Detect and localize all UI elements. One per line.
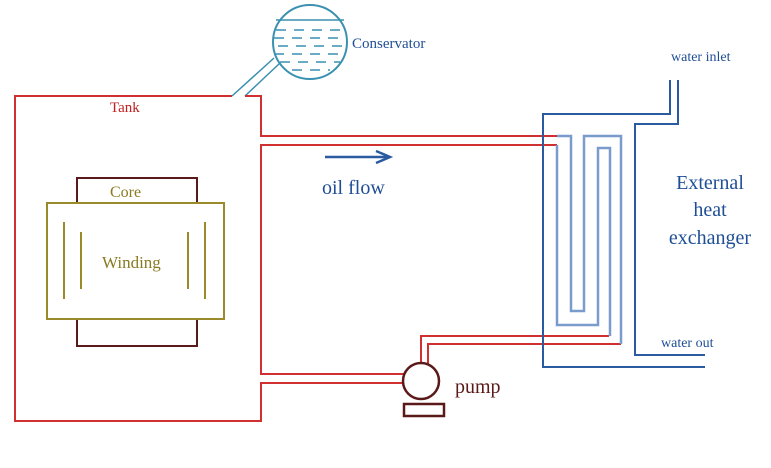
- tank-label: Tank: [110, 100, 140, 116]
- oil-dashes: [274, 29, 346, 71]
- oil-flow-arrow: [325, 149, 394, 165]
- tank-wall: [14, 95, 405, 422]
- shell-outer: [542, 80, 705, 368]
- conservator: [231, 4, 348, 97]
- exchanger-label-line2: heat: [693, 199, 727, 221]
- return-oil-pipe-outer: [427, 343, 621, 364]
- winding-coils: [63, 222, 206, 299]
- pump-label: pump: [455, 376, 501, 398]
- hot-oil-pipe-inner: [260, 144, 557, 375]
- conservator-vessel: [272, 4, 348, 80]
- return-oil-pipe-inner: [420, 335, 609, 364]
- oil-circuit: [14, 95, 621, 422]
- conservator-pipe: [244, 62, 281, 97]
- pump: [401, 361, 446, 418]
- shell-inner: [634, 80, 705, 356]
- water-out-label: water out: [661, 336, 714, 351]
- exchanger-label-line3: exchanger: [669, 227, 752, 249]
- conservator-pipe: [231, 57, 275, 97]
- pump-body: [401, 361, 441, 401]
- winding-label: Winding: [102, 253, 161, 272]
- hot-oil-pipe-outer: [245, 95, 557, 137]
- pump-base: [402, 402, 446, 418]
- winding: [46, 202, 225, 320]
- conservator-label: Conservator: [352, 36, 425, 52]
- exchanger-label-line1: External: [676, 172, 744, 194]
- core-label: Core: [110, 184, 141, 201]
- oil-flow-label: oil flow: [322, 177, 385, 199]
- heat-exchanger-shell: [542, 80, 705, 368]
- water-inlet-label: water inlet: [671, 50, 731, 65]
- heat-exchanger-coil: [555, 134, 623, 344]
